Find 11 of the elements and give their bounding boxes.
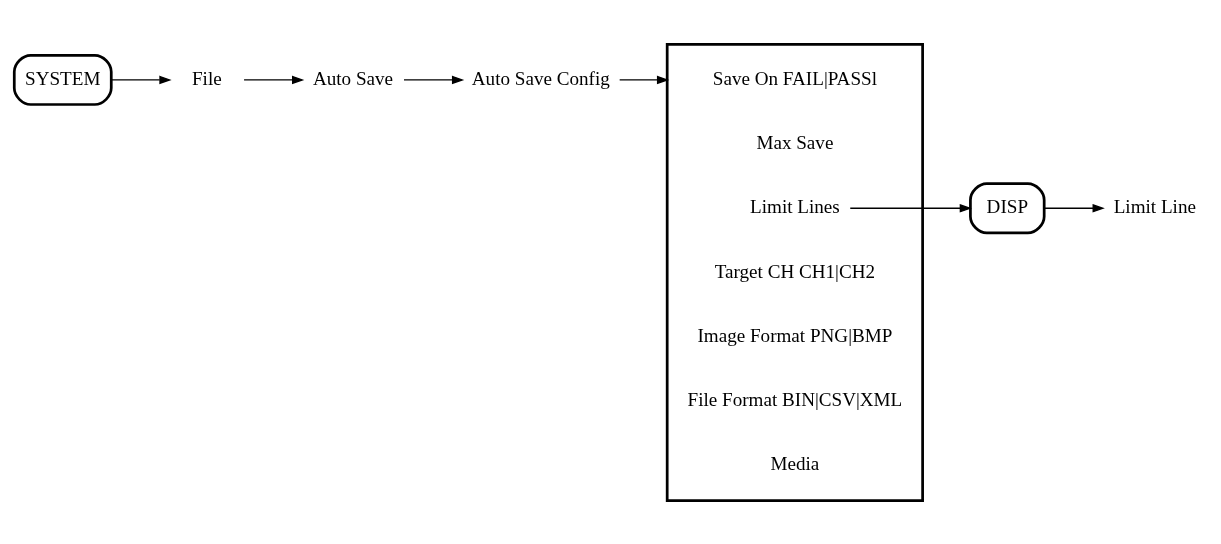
node-text: Target CH CH1|CH2 [714,260,876,282]
node-text: Max Save [756,131,834,153]
node-text: Auto Save Config [471,67,610,89]
node-text: Save On FAIL|PASSl [712,67,877,89]
node-text: Limit Lines [750,195,840,217]
node-text: File [192,67,222,89]
node-text: Limit Line [1113,195,1196,217]
node-text: Image Format PNG|BMP [697,324,893,346]
node-text: File Format BIN|CSV|XML [687,388,903,410]
node-text: Auto Save [312,67,394,89]
node-text: Media [770,452,820,474]
